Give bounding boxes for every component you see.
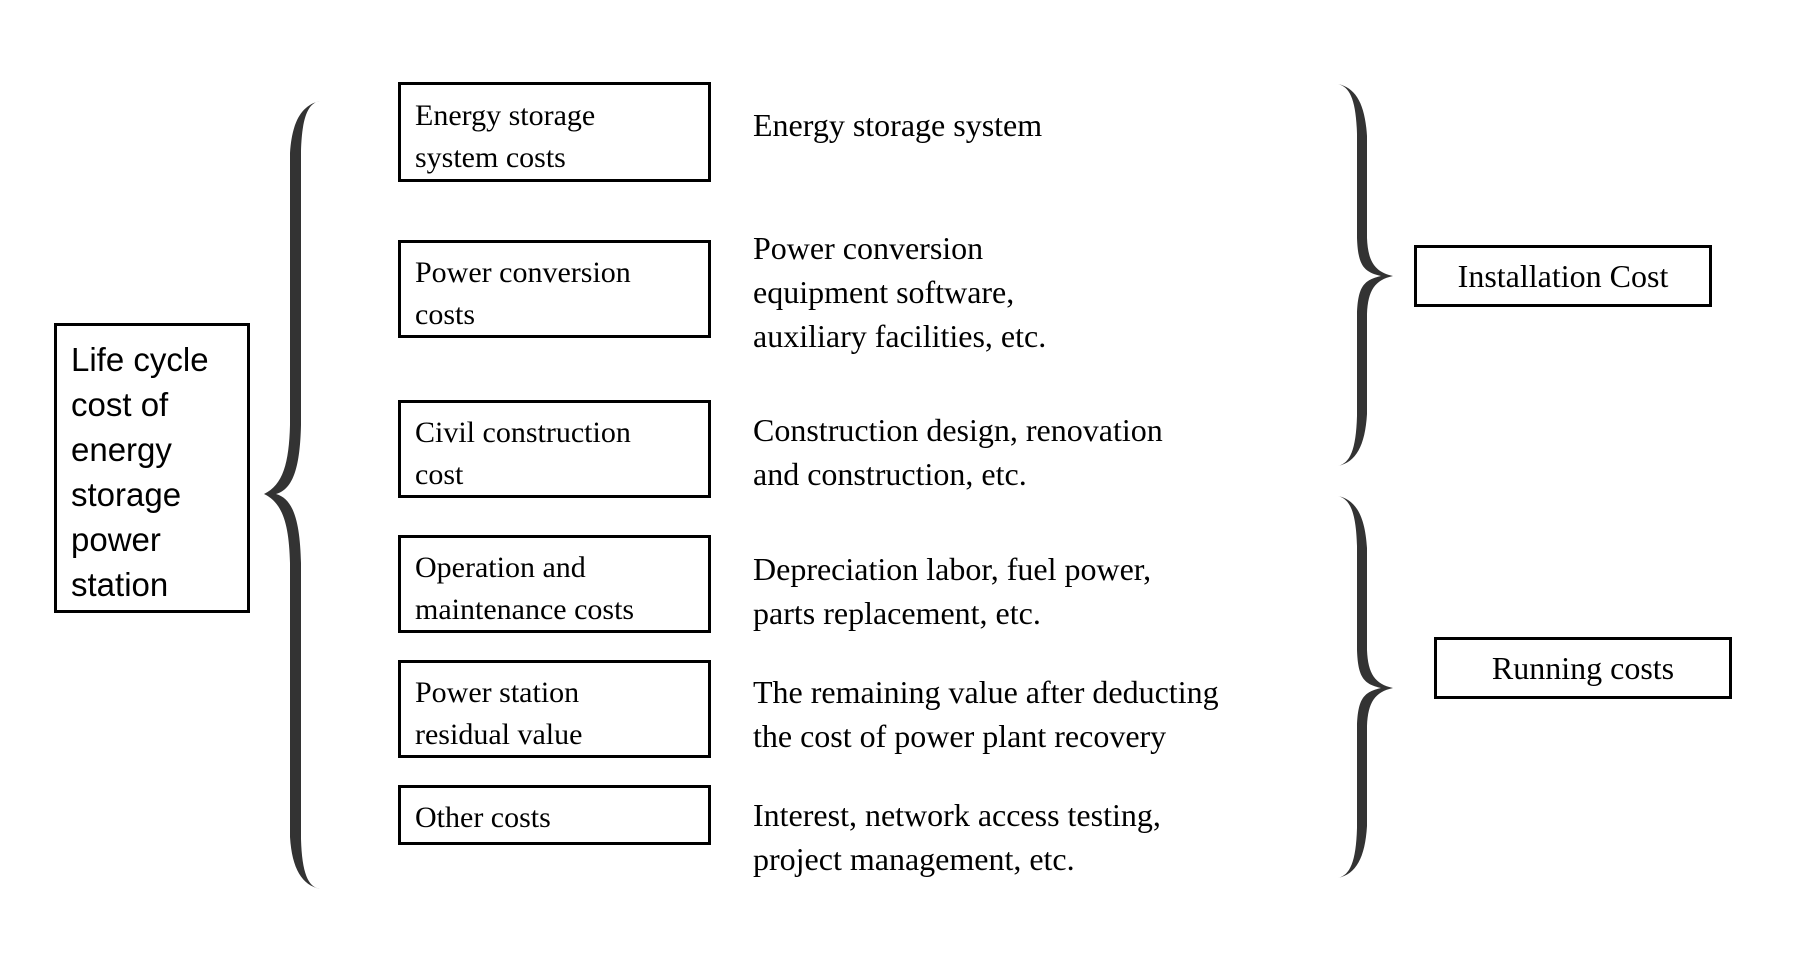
category-label: Power station residual value (415, 676, 583, 751)
right-brace-installation (1334, 80, 1396, 470)
category-description-other-costs: Interest, network access testing, projec… (753, 797, 1161, 877)
category-description-residual-value: The remaining value after deducting the … (753, 674, 1219, 754)
category-label: Operation and maintenance costs (415, 551, 635, 626)
category-label: Energy storage system costs (415, 99, 596, 174)
category-label: Civil construction cost (415, 416, 631, 491)
category-box-power-conversion-costs[interactable]: Power conversion costs (398, 240, 711, 338)
group-label: Installation Cost (1457, 258, 1669, 294)
category-label: Power conversion costs (415, 256, 631, 331)
category-description-operation-maintenance: Depreciation labor, fuel power, parts re… (753, 551, 1152, 631)
category-box-other-costs[interactable]: Other costs (398, 785, 711, 845)
group-box-installation-cost[interactable]: Installation Cost (1414, 245, 1712, 307)
category-description-energy-storage-system: Energy storage system (753, 107, 1043, 143)
category-box-power-station-residual-value[interactable]: Power station residual value (398, 660, 711, 758)
category-description-civil-construction: Construction design, renovation and cons… (753, 412, 1163, 492)
category-description-power-conversion: Power conversion equipment software, aux… (753, 230, 1047, 354)
category-box-civil-construction-cost[interactable]: Civil construction cost (398, 400, 711, 498)
category-label: Other costs (415, 801, 551, 834)
root-node-label: Life cycle cost of energy storage power … (71, 341, 209, 603)
left-brace (262, 95, 324, 895)
group-box-running-costs[interactable]: Running costs (1434, 637, 1732, 699)
right-brace-running (1334, 492, 1396, 882)
root-node[interactable]: Life cycle cost of energy storage power … (54, 323, 250, 613)
category-box-energy-storage-system-costs[interactable]: Energy storage system costs (398, 82, 711, 182)
group-label: Running costs (1491, 650, 1675, 686)
category-box-operation-and-maintenance-costs[interactable]: Operation and maintenance costs (398, 535, 711, 633)
